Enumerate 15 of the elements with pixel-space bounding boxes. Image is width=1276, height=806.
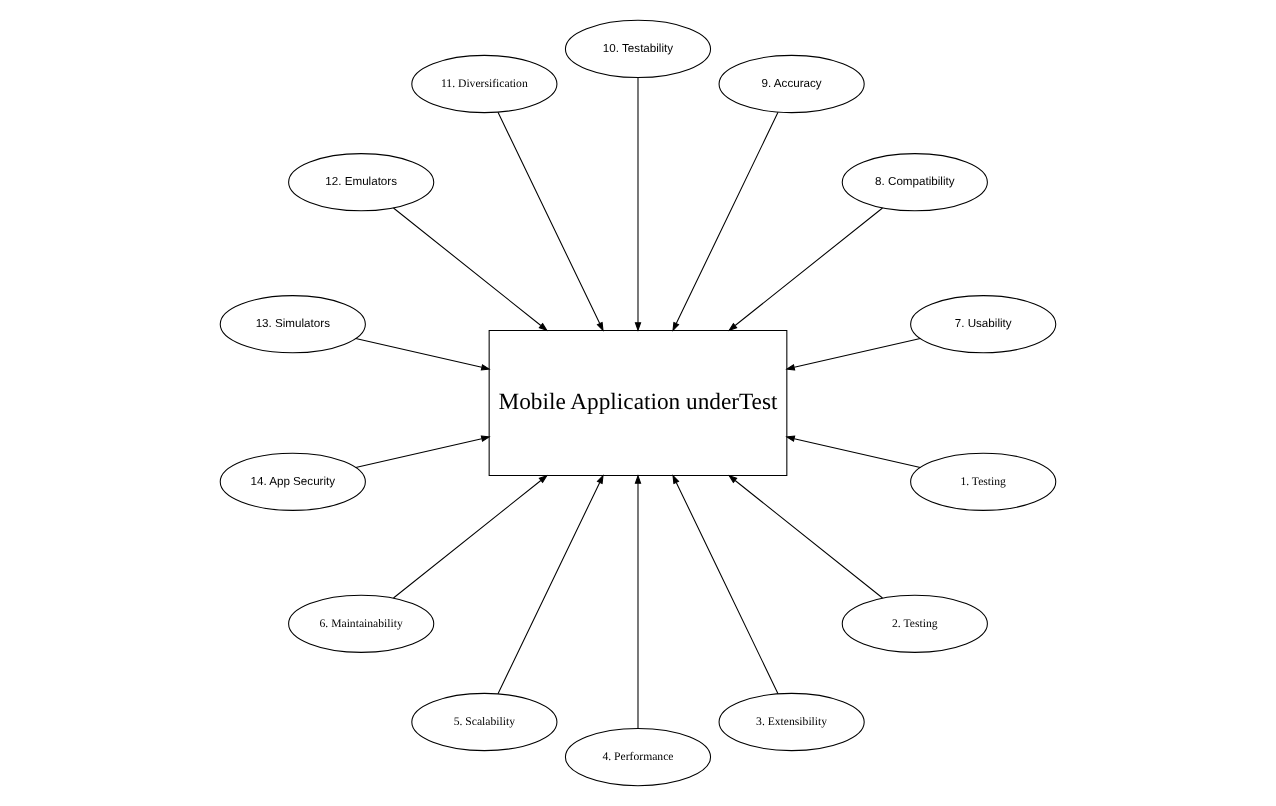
- arrow: [672, 474, 779, 695]
- arrow: [392, 207, 548, 332]
- arrow: [672, 111, 779, 332]
- node-box: Mobile Application underTest: [488, 329, 788, 477]
- arrow: [728, 207, 884, 332]
- arrow: [785, 338, 921, 371]
- arrow: [392, 474, 548, 599]
- arrow: [785, 435, 921, 468]
- arrow: [355, 338, 491, 371]
- arrow: [355, 435, 491, 468]
- arrow: [728, 474, 884, 599]
- arrow: [497, 111, 604, 332]
- arrow: [497, 474, 604, 695]
- arrow: [634, 77, 642, 332]
- arrow: [634, 474, 642, 729]
